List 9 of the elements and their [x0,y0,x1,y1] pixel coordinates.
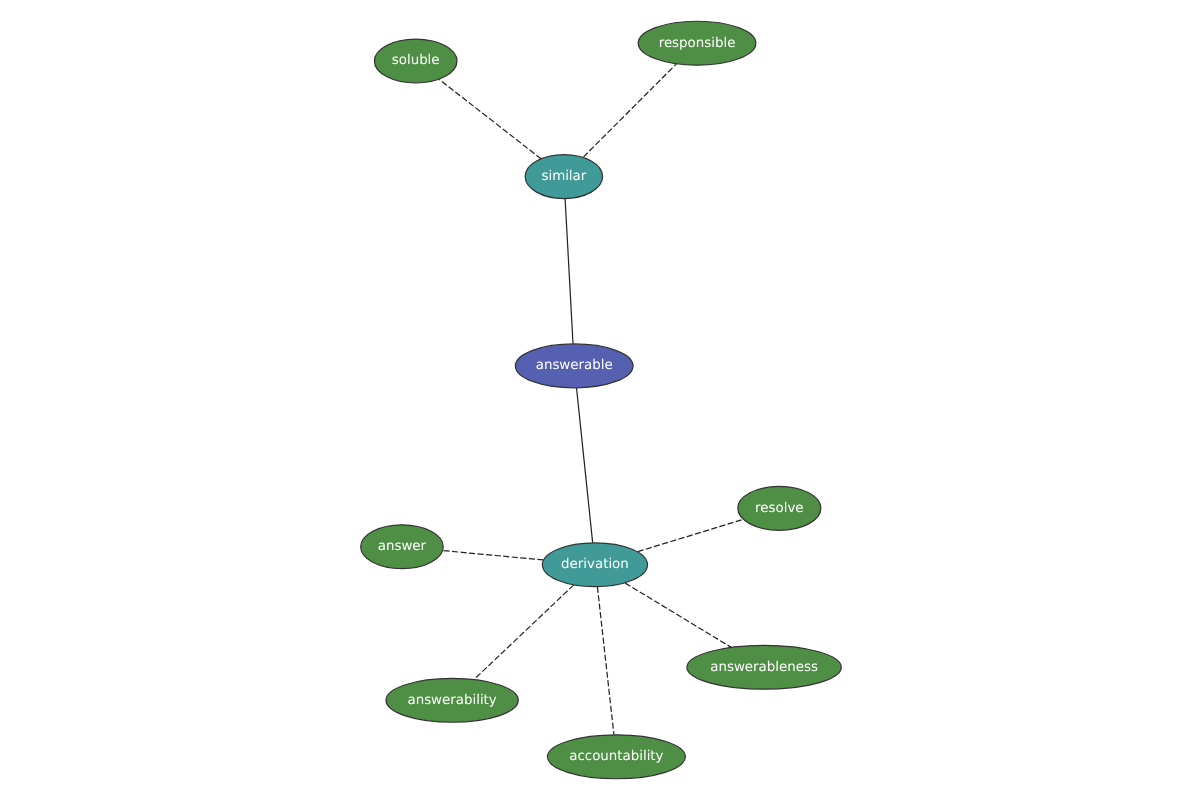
connector [563,197,573,345]
connector [472,584,574,681]
connector [581,63,677,158]
connector [574,387,593,544]
connector [636,518,743,553]
connector [437,78,541,160]
connector [623,582,731,648]
connector [595,586,614,736]
connector [440,549,543,561]
